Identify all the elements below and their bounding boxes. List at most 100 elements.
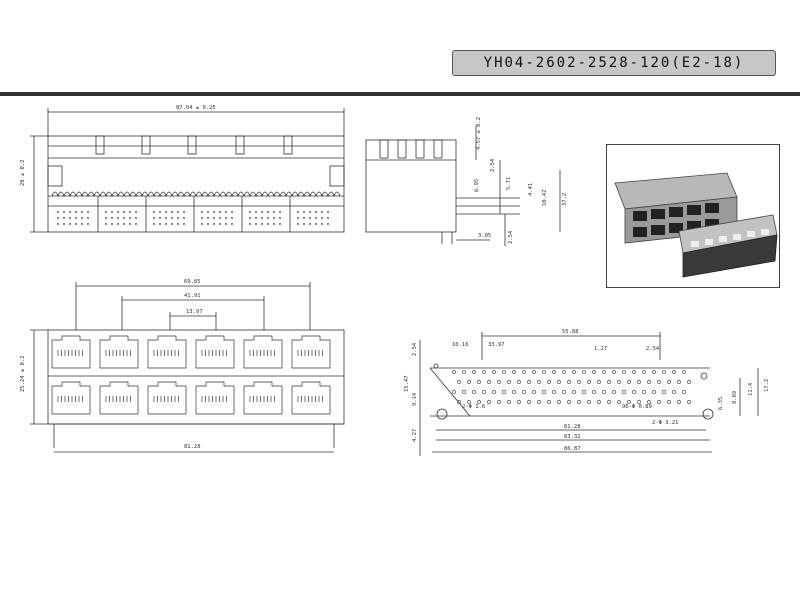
pin-dot — [303, 211, 305, 213]
pin-dot — [201, 211, 203, 213]
pin-dot — [117, 217, 119, 219]
footprint-hole — [672, 390, 676, 394]
footprint-hole — [527, 380, 531, 384]
footprint-hole — [522, 390, 526, 394]
dim-fp-6: 2.54 — [412, 342, 418, 356]
pin-dot — [261, 211, 263, 213]
pin-dot — [177, 217, 179, 219]
footprint-hole — [532, 370, 536, 374]
pin-dot — [87, 217, 89, 219]
front-view-bottom — [30, 282, 345, 453]
pin-dot — [81, 223, 83, 225]
pin-dot — [279, 223, 281, 225]
pin-dot — [57, 211, 59, 213]
pin-dot — [249, 223, 251, 225]
footprint-hole — [517, 400, 521, 404]
pin-dot — [177, 223, 179, 225]
pin-dot — [279, 211, 281, 213]
pin-dot — [117, 211, 119, 213]
pin-dot — [111, 223, 113, 225]
dim-fp-w1: 81.28 — [564, 424, 581, 430]
footprint-hole — [487, 380, 491, 384]
footprint-hole — [547, 380, 551, 384]
pin-dot — [117, 223, 119, 225]
pin-dot — [225, 223, 227, 225]
footprint-hole — [562, 370, 566, 374]
footprint-hole — [662, 390, 666, 394]
footprint-hole — [487, 400, 491, 404]
footprint-hole — [667, 380, 671, 384]
pin-dot — [171, 217, 173, 219]
pin-dot — [81, 211, 83, 213]
footprint-hole — [602, 390, 606, 394]
pin-dot — [219, 217, 221, 219]
rj45-port — [51, 381, 91, 415]
pin-dot — [273, 223, 275, 225]
footprint-hole — [582, 370, 586, 374]
footprint-hole — [597, 380, 601, 384]
dim-bottom-3: 13.97 — [186, 309, 203, 315]
pin-dot — [327, 217, 329, 219]
pin-dot — [207, 211, 209, 213]
pin-dot — [267, 223, 269, 225]
pin-dot — [225, 217, 227, 219]
footprint-hole — [507, 400, 511, 404]
pin-dot — [231, 211, 233, 213]
footprint-hole — [562, 390, 566, 394]
pin-dot — [129, 211, 131, 213]
footprint-hole — [597, 400, 601, 404]
dim-fp-9: 4.27 — [412, 429, 418, 442]
pin-dot — [165, 223, 167, 225]
footprint-hole — [617, 380, 621, 384]
pin-dot — [159, 223, 161, 225]
footprint-hole — [652, 390, 656, 394]
footprint-hole — [637, 380, 641, 384]
footprint-hole — [467, 400, 471, 404]
pin-dot — [135, 217, 137, 219]
footprint-hole — [537, 400, 541, 404]
pin-dot — [153, 211, 155, 213]
footprint-hole — [622, 370, 626, 374]
footprint-hole — [452, 390, 456, 394]
pin-dot — [129, 223, 131, 225]
pin-dot — [321, 223, 323, 225]
footprint-hole — [662, 370, 666, 374]
dim-fp-8: 9.14 — [412, 392, 418, 406]
footprint-hole — [647, 380, 651, 384]
pin-dot — [105, 217, 107, 219]
dim-side-1: 4.57 ± 0.2 — [476, 117, 482, 150]
footprint-hole — [472, 390, 476, 394]
rj45-port — [147, 335, 187, 369]
pin-dot — [213, 223, 215, 225]
pin-dot — [231, 223, 233, 225]
pin-dot — [261, 217, 263, 219]
footprint-hole — [657, 380, 661, 384]
pin-dot — [249, 211, 251, 213]
pin-dot — [297, 211, 299, 213]
pin-dot — [255, 223, 257, 225]
footprint-hole — [602, 370, 606, 374]
pin-dot — [267, 211, 269, 213]
footprint-hole — [557, 400, 561, 404]
pin-dot — [213, 217, 215, 219]
pin-dot — [327, 223, 329, 225]
rj45-port — [99, 335, 139, 369]
pin-dot — [207, 217, 209, 219]
rj45-port — [291, 335, 331, 369]
pin-dot — [303, 217, 305, 219]
pin-dot — [201, 223, 203, 225]
pin-dot — [231, 217, 233, 219]
pin-dot — [219, 223, 221, 225]
footprint-hole — [582, 390, 586, 394]
footprint-hole — [522, 370, 526, 374]
footprint-hole — [577, 380, 581, 384]
pin-dot — [135, 211, 137, 213]
pin-dot — [129, 217, 131, 219]
pin-dot — [111, 211, 113, 213]
pin-dot — [213, 211, 215, 213]
footprint-hole — [567, 380, 571, 384]
footprint-hole — [592, 390, 596, 394]
dim-fp-7: 15.47 — [404, 375, 410, 392]
pin-dot — [57, 223, 59, 225]
footprint-hole — [482, 370, 486, 374]
